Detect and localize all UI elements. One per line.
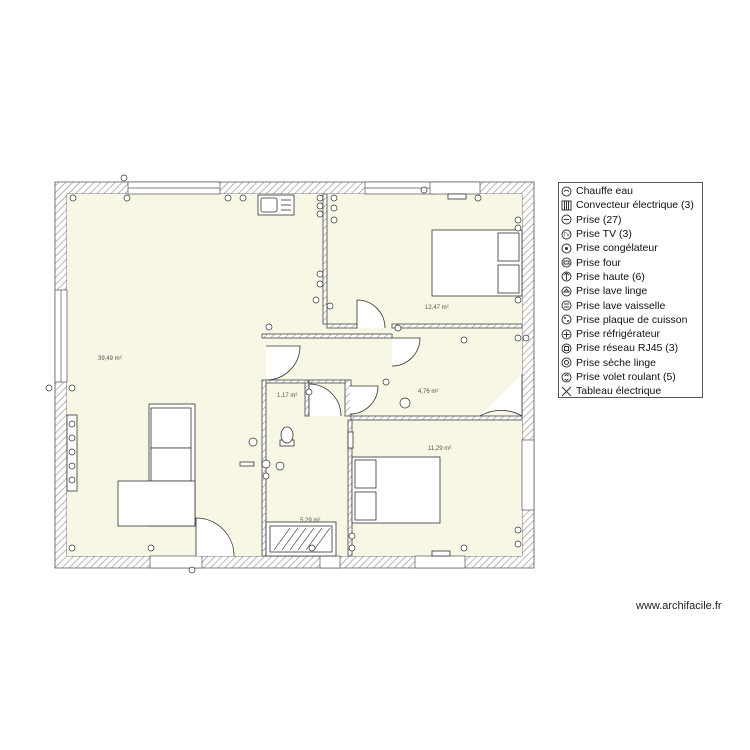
prise-volet-icon (561, 372, 572, 382)
legend-item: Prise (27) (561, 213, 700, 227)
legend-label: Convecteur électrique (3) (576, 199, 694, 212)
legend-label: Prise volet roulant (5) (576, 371, 676, 383)
prise-icon (561, 214, 572, 225)
legend-label: Tableau électrique (576, 385, 662, 398)
legend-label: Prise haute (6) (576, 270, 645, 283)
prise-congelateur-icon (561, 243, 572, 254)
prise-haute-icon (561, 271, 572, 282)
prise-seche-linge-icon (561, 357, 572, 368)
legend: Chauffe eau Convecteur électrique (3) Pr… (558, 182, 703, 398)
prise-plaque-icon (561, 314, 572, 325)
legend-item: Prise réfrigérateur (561, 327, 700, 341)
legend-label: Prise (27) (576, 213, 622, 226)
legend-item: Chauffe eau (561, 184, 700, 198)
legend-item: Tableau électrique (561, 384, 700, 398)
area-label-wc: 1,17 m² (277, 393, 297, 399)
legend-label: Prise TV (3) (576, 228, 632, 241)
legend-label: Prise congélateur (576, 242, 658, 255)
watermark: www.archifacile.fr (636, 600, 722, 612)
prise-four-icon (561, 257, 572, 268)
legend-label: Prise réfrigérateur (576, 328, 661, 341)
legend-item: Prise haute (6) (561, 270, 700, 284)
legend-label: Prise lave vaisselle (576, 299, 666, 312)
area-label-bedroom1: 12,47 m² (425, 305, 449, 311)
windows (54, 181, 535, 569)
legend-item: Prise four (561, 255, 700, 269)
doors (195, 299, 523, 557)
interior-walls (261, 193, 523, 557)
legend-label: Chauffe eau (576, 185, 634, 198)
area-label-bathroom: 5,29 m² (300, 518, 320, 524)
prise-rj45-icon (561, 343, 572, 354)
prise-tv-icon: TV (561, 229, 572, 240)
legend-label: Prise four (576, 256, 621, 269)
toilet (279, 426, 295, 447)
prise-lave-linge-icon (561, 286, 572, 297)
prise-lave-vaisselle-icon (561, 300, 572, 311)
kitchen-sink (257, 194, 295, 216)
sofa (117, 403, 196, 527)
legend-label: Prise sèche linge (576, 356, 656, 369)
legend-item: Prise lave vaisselle (561, 298, 700, 312)
area-label-bedroom2: 11,29 m² (428, 446, 451, 452)
legend-item: Prise volet roulant (5) (561, 370, 700, 384)
legend-item: Convecteur électrique (3) (561, 198, 700, 212)
legend-label: Prise réseau RJ45 (3) (576, 342, 679, 355)
legend-item: TV Prise TV (3) (561, 227, 700, 241)
bed-1 (431, 229, 523, 297)
legend-item: Prise sèche linge (561, 356, 700, 370)
area-label-hall: 4,76 m² (418, 389, 438, 395)
legend-item: Prise plaque de cuisson (561, 313, 700, 327)
svg-text:TV: TV (563, 232, 570, 238)
legend-item: Prise réseau RJ45 (3) (561, 341, 700, 355)
area-label-living: 39,49 m² (98, 356, 122, 362)
tableau-electrique (239, 461, 255, 467)
convecteur-icon (561, 200, 572, 211)
legend-label: Prise plaque de cuisson (576, 313, 688, 326)
legend-item: Prise congélateur (561, 241, 700, 255)
tableau-electrique-icon (561, 386, 572, 397)
legend-item: Prise lave linge (561, 284, 700, 298)
bathtub (265, 521, 337, 557)
legend-label: Prise lave linge (576, 285, 648, 298)
bed-2 (351, 456, 441, 524)
outlet-symbols (45, 174, 530, 574)
convecteurs (347, 193, 467, 557)
chauffe-eau-icon (561, 186, 572, 197)
prise-refrigerateur-icon (561, 329, 572, 340)
